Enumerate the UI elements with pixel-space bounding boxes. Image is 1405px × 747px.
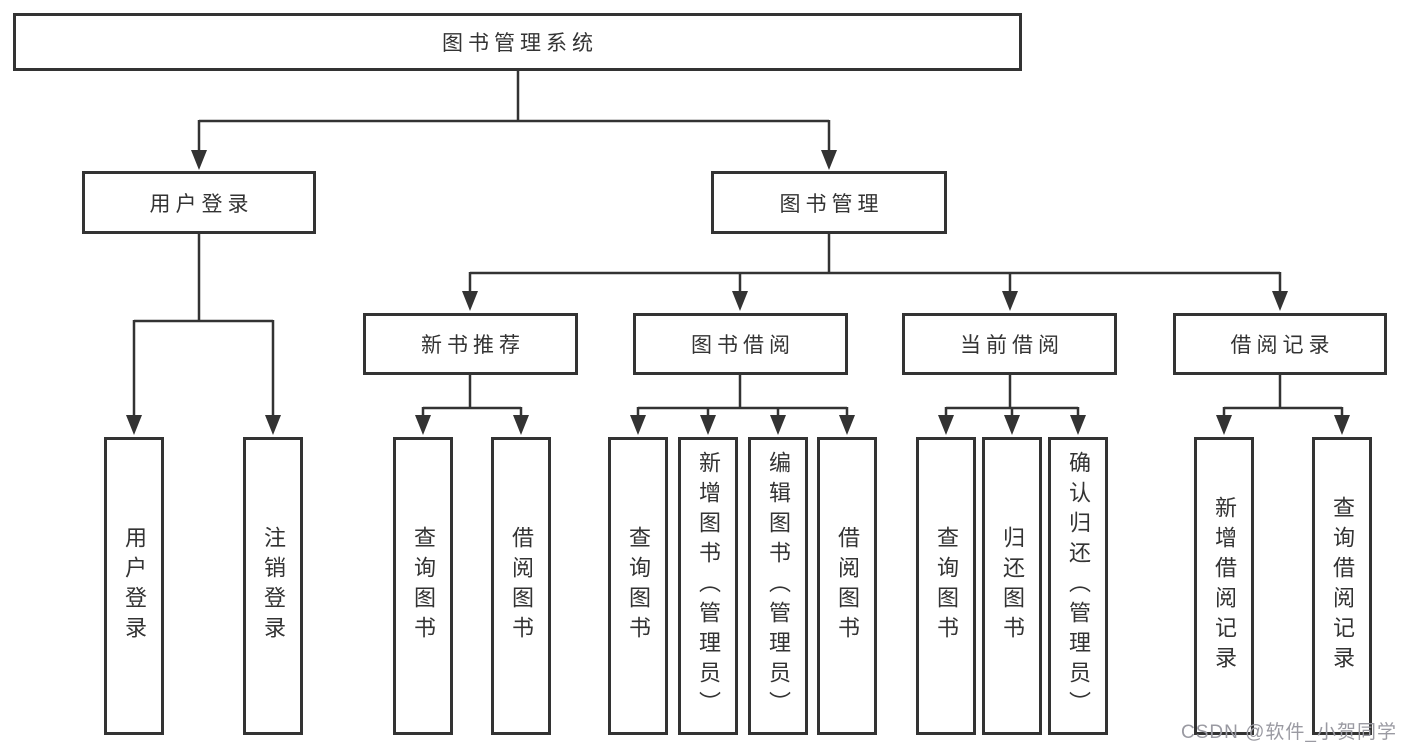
leaf-label: 借阅图书 [835, 526, 860, 646]
leaf-label: 用户登录 [122, 526, 147, 646]
node-new-book-recommend: 新书推荐 [363, 313, 578, 375]
connector-user-login-to-leaves [126, 234, 281, 435]
connector-new-book-recommend-to-leaves [415, 375, 529, 435]
node-user-login: 用户登录 [82, 171, 316, 234]
leaf-br-add-record: 新增借阅记录 [1194, 437, 1254, 735]
leaf-nbr-query-books: 查询图书 [393, 437, 453, 735]
csdn-watermark: CSDN @软件_小贺同学 [1181, 722, 1397, 743]
leaf-label: 新增借阅记录 [1212, 496, 1237, 676]
node-root: 图书管理系统 [13, 13, 1022, 71]
leaf-label: 注销登录 [261, 526, 286, 646]
leaf-label: 查询图书 [934, 526, 959, 646]
node-current-borrowing: 当前借阅 [902, 313, 1117, 375]
leaf-label: 确认归还（管理员） [1066, 451, 1091, 721]
connector-book-borrowing-to-leaves [630, 375, 855, 435]
leaf-label: 查询图书 [411, 526, 436, 646]
leaf-cb-query-books: 查询图书 [916, 437, 976, 735]
leaf-label: 借阅图书 [509, 526, 534, 646]
leaf-label: 查询图书 [626, 526, 651, 646]
connector-book-management-to-level3 [462, 234, 1288, 311]
connector-root-to-level2 [191, 71, 837, 170]
leaf-br-query-record: 查询借阅记录 [1312, 437, 1372, 735]
node-book-borrowing: 图书借阅 [633, 313, 848, 375]
leaf-label: 归还图书 [1000, 526, 1025, 646]
leaf-nbr-borrow-books: 借阅图书 [491, 437, 551, 735]
leaf-cb-return-books: 归还图书 [982, 437, 1042, 735]
node-book-management: 图书管理 [711, 171, 947, 234]
leaf-cb-confirm-return-admin: 确认归还（管理员） [1048, 437, 1108, 735]
connector-current-borrowing-to-leaves [938, 375, 1086, 435]
leaf-label: 编辑图书（管理员） [766, 451, 791, 721]
leaf-label: 新增图书（管理员） [696, 451, 721, 721]
leaf-bb-add-books-admin: 新增图书（管理员） [678, 437, 738, 735]
leaf-bb-borrow-books: 借阅图书 [817, 437, 877, 735]
node-borrowing-records: 借阅记录 [1173, 313, 1387, 375]
leaf-label: 查询借阅记录 [1330, 496, 1355, 676]
leaf-user-login: 用户登录 [104, 437, 164, 735]
leaf-bb-edit-books-admin: 编辑图书（管理员） [748, 437, 808, 735]
leaf-logout: 注销登录 [243, 437, 303, 735]
connector-borrowing-records-to-leaves [1216, 375, 1350, 435]
leaf-bb-query-books: 查询图书 [608, 437, 668, 735]
